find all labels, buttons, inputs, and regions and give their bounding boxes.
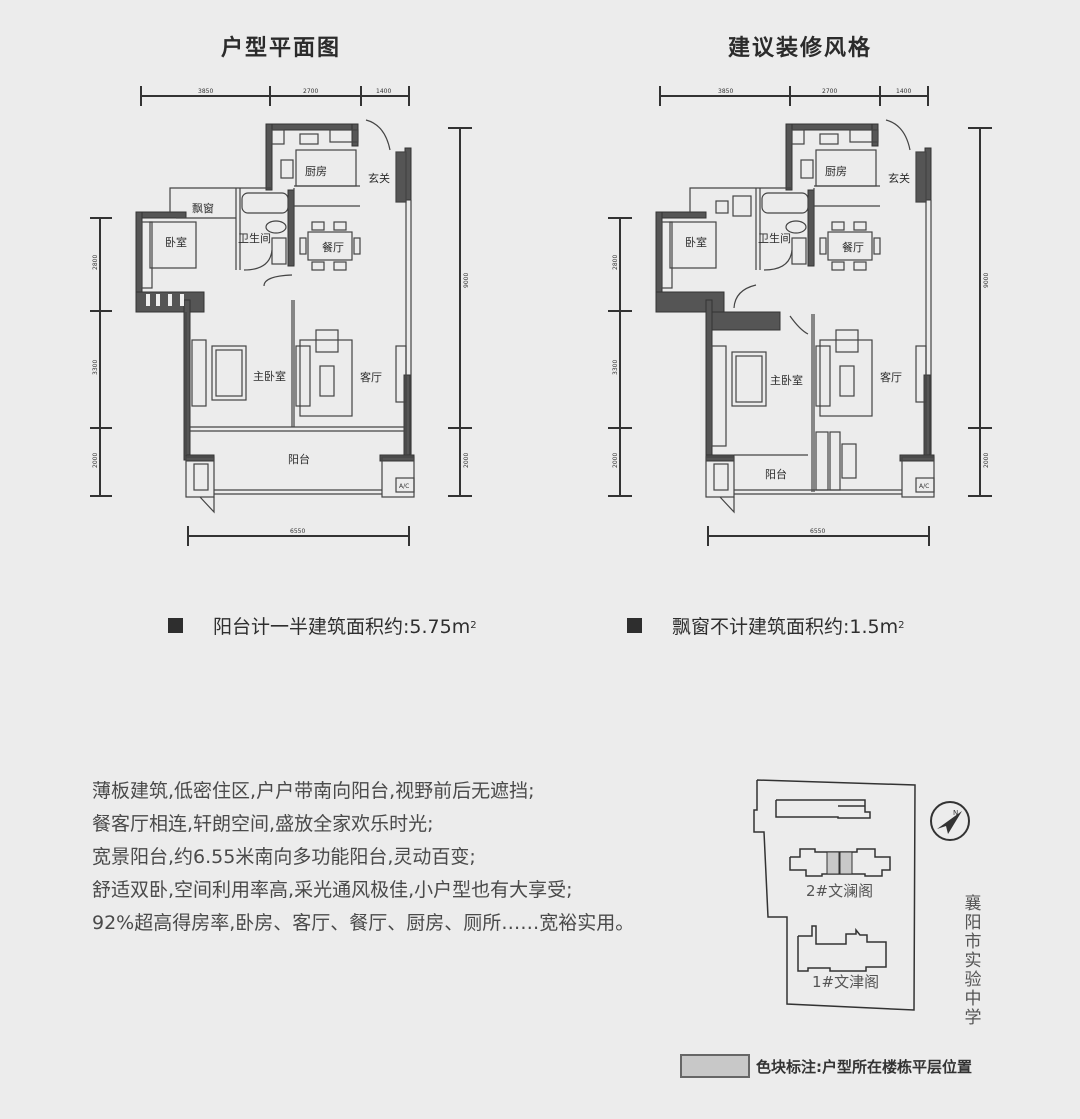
description-list: 薄板建筑,低密住区,户户带南向阳台,视野前后无遮挡; 餐客厅相连,轩朗空间,盛放… xyxy=(92,775,634,940)
dim-right-1: 9000 xyxy=(983,273,990,288)
bullet-square-icon xyxy=(627,618,642,633)
room-bay-window: 飘窗 xyxy=(192,201,214,215)
ac-label: A/C xyxy=(919,483,929,490)
highlight-unit xyxy=(839,851,853,875)
dim-top-3: 1400 xyxy=(376,88,391,95)
room-dining: 餐厅 xyxy=(842,240,864,254)
room-bathroom: 卫生间 xyxy=(758,231,791,245)
room-master-bedroom: 主卧室 xyxy=(253,369,286,383)
building-1-label: 1#文津阁 xyxy=(812,973,879,991)
plan-title-original: 户型平面图 xyxy=(220,36,341,61)
dim-right-2: 2000 xyxy=(463,453,470,468)
description-line: 薄板建筑,低密住区,户户带南向阳台,视野前后无遮挡; xyxy=(92,780,535,802)
room-bedroom: 卧室 xyxy=(165,235,187,249)
school-label: 襄阳市实验中学 xyxy=(964,894,982,1028)
compass-arrow-icon xyxy=(937,811,962,834)
room-living: 客厅 xyxy=(880,370,902,384)
dim-left-2: 3300 xyxy=(92,360,99,375)
legend: 色块标注:户型所在楼栋平层位置 xyxy=(680,1054,972,1078)
dim-top-1: 3850 xyxy=(198,88,213,95)
dim-left-2: 3300 xyxy=(612,360,619,375)
floor-plan-decorated: 3850 2700 1400 2800 3300 2000 9000 2000 … xyxy=(608,86,992,546)
bullet-square-icon xyxy=(168,618,183,633)
dim-bottom: 6550 xyxy=(810,528,825,535)
dim-top-2: 2700 xyxy=(303,88,318,95)
room-master-bedroom: 主卧室 xyxy=(770,373,803,387)
room-living: 客厅 xyxy=(360,370,382,384)
building-2-label: 2#文澜阁 xyxy=(806,882,873,900)
dim-right-2: 2000 xyxy=(983,453,990,468)
legend-label: 色块标注:户型所在楼栋平层位置 xyxy=(756,1057,973,1076)
floor-plan-original: 3850 2700 1400 2800 3300 2000 9000 2000 … xyxy=(90,86,472,546)
dim-left-1: 2800 xyxy=(92,255,99,270)
compass-n-label: N xyxy=(953,809,958,817)
room-bedroom: 卧室 xyxy=(685,235,707,249)
room-kitchen: 厨房 xyxy=(825,165,847,178)
description-line: 宽景阳台,约6.55米南向多功能阳台,灵动百变; xyxy=(92,846,476,868)
dim-left-3: 2000 xyxy=(92,453,99,468)
room-entrance: 玄关 xyxy=(368,171,390,185)
dim-top-1: 3850 xyxy=(718,88,733,95)
room-balcony: 阳台 xyxy=(288,452,310,466)
room-dining: 餐厅 xyxy=(322,240,344,254)
dim-left-3: 2000 xyxy=(612,453,619,468)
room-kitchen: 厨房 xyxy=(305,165,327,178)
room-entrance: 玄关 xyxy=(888,171,910,185)
dim-bottom: 6550 xyxy=(290,528,305,535)
description-line: 餐客厅相连,轩朗空间,盛放全家欢乐时光; xyxy=(92,813,434,835)
dim-right-1: 9000 xyxy=(463,273,470,288)
description-line: 舒适双卧,空间利用率高,采光通风极佳,小户型也有大享受; xyxy=(92,879,573,901)
plan-title-decorated: 建议装修风格 xyxy=(727,36,872,61)
ac-label: A/C xyxy=(399,483,409,490)
room-balcony: 阳台 xyxy=(765,467,787,481)
dim-left-1: 2800 xyxy=(612,255,619,270)
description-line: 92%超高得房率,卧房、客厅、餐厅、厨房、厕所……宽裕实用。 xyxy=(92,912,635,934)
room-bathroom: 卫生间 xyxy=(238,231,271,245)
legend-swatch xyxy=(680,1054,750,1078)
dim-top-2: 2700 xyxy=(822,88,837,95)
dim-top-3: 1400 xyxy=(896,88,911,95)
highlight-unit xyxy=(826,851,840,875)
